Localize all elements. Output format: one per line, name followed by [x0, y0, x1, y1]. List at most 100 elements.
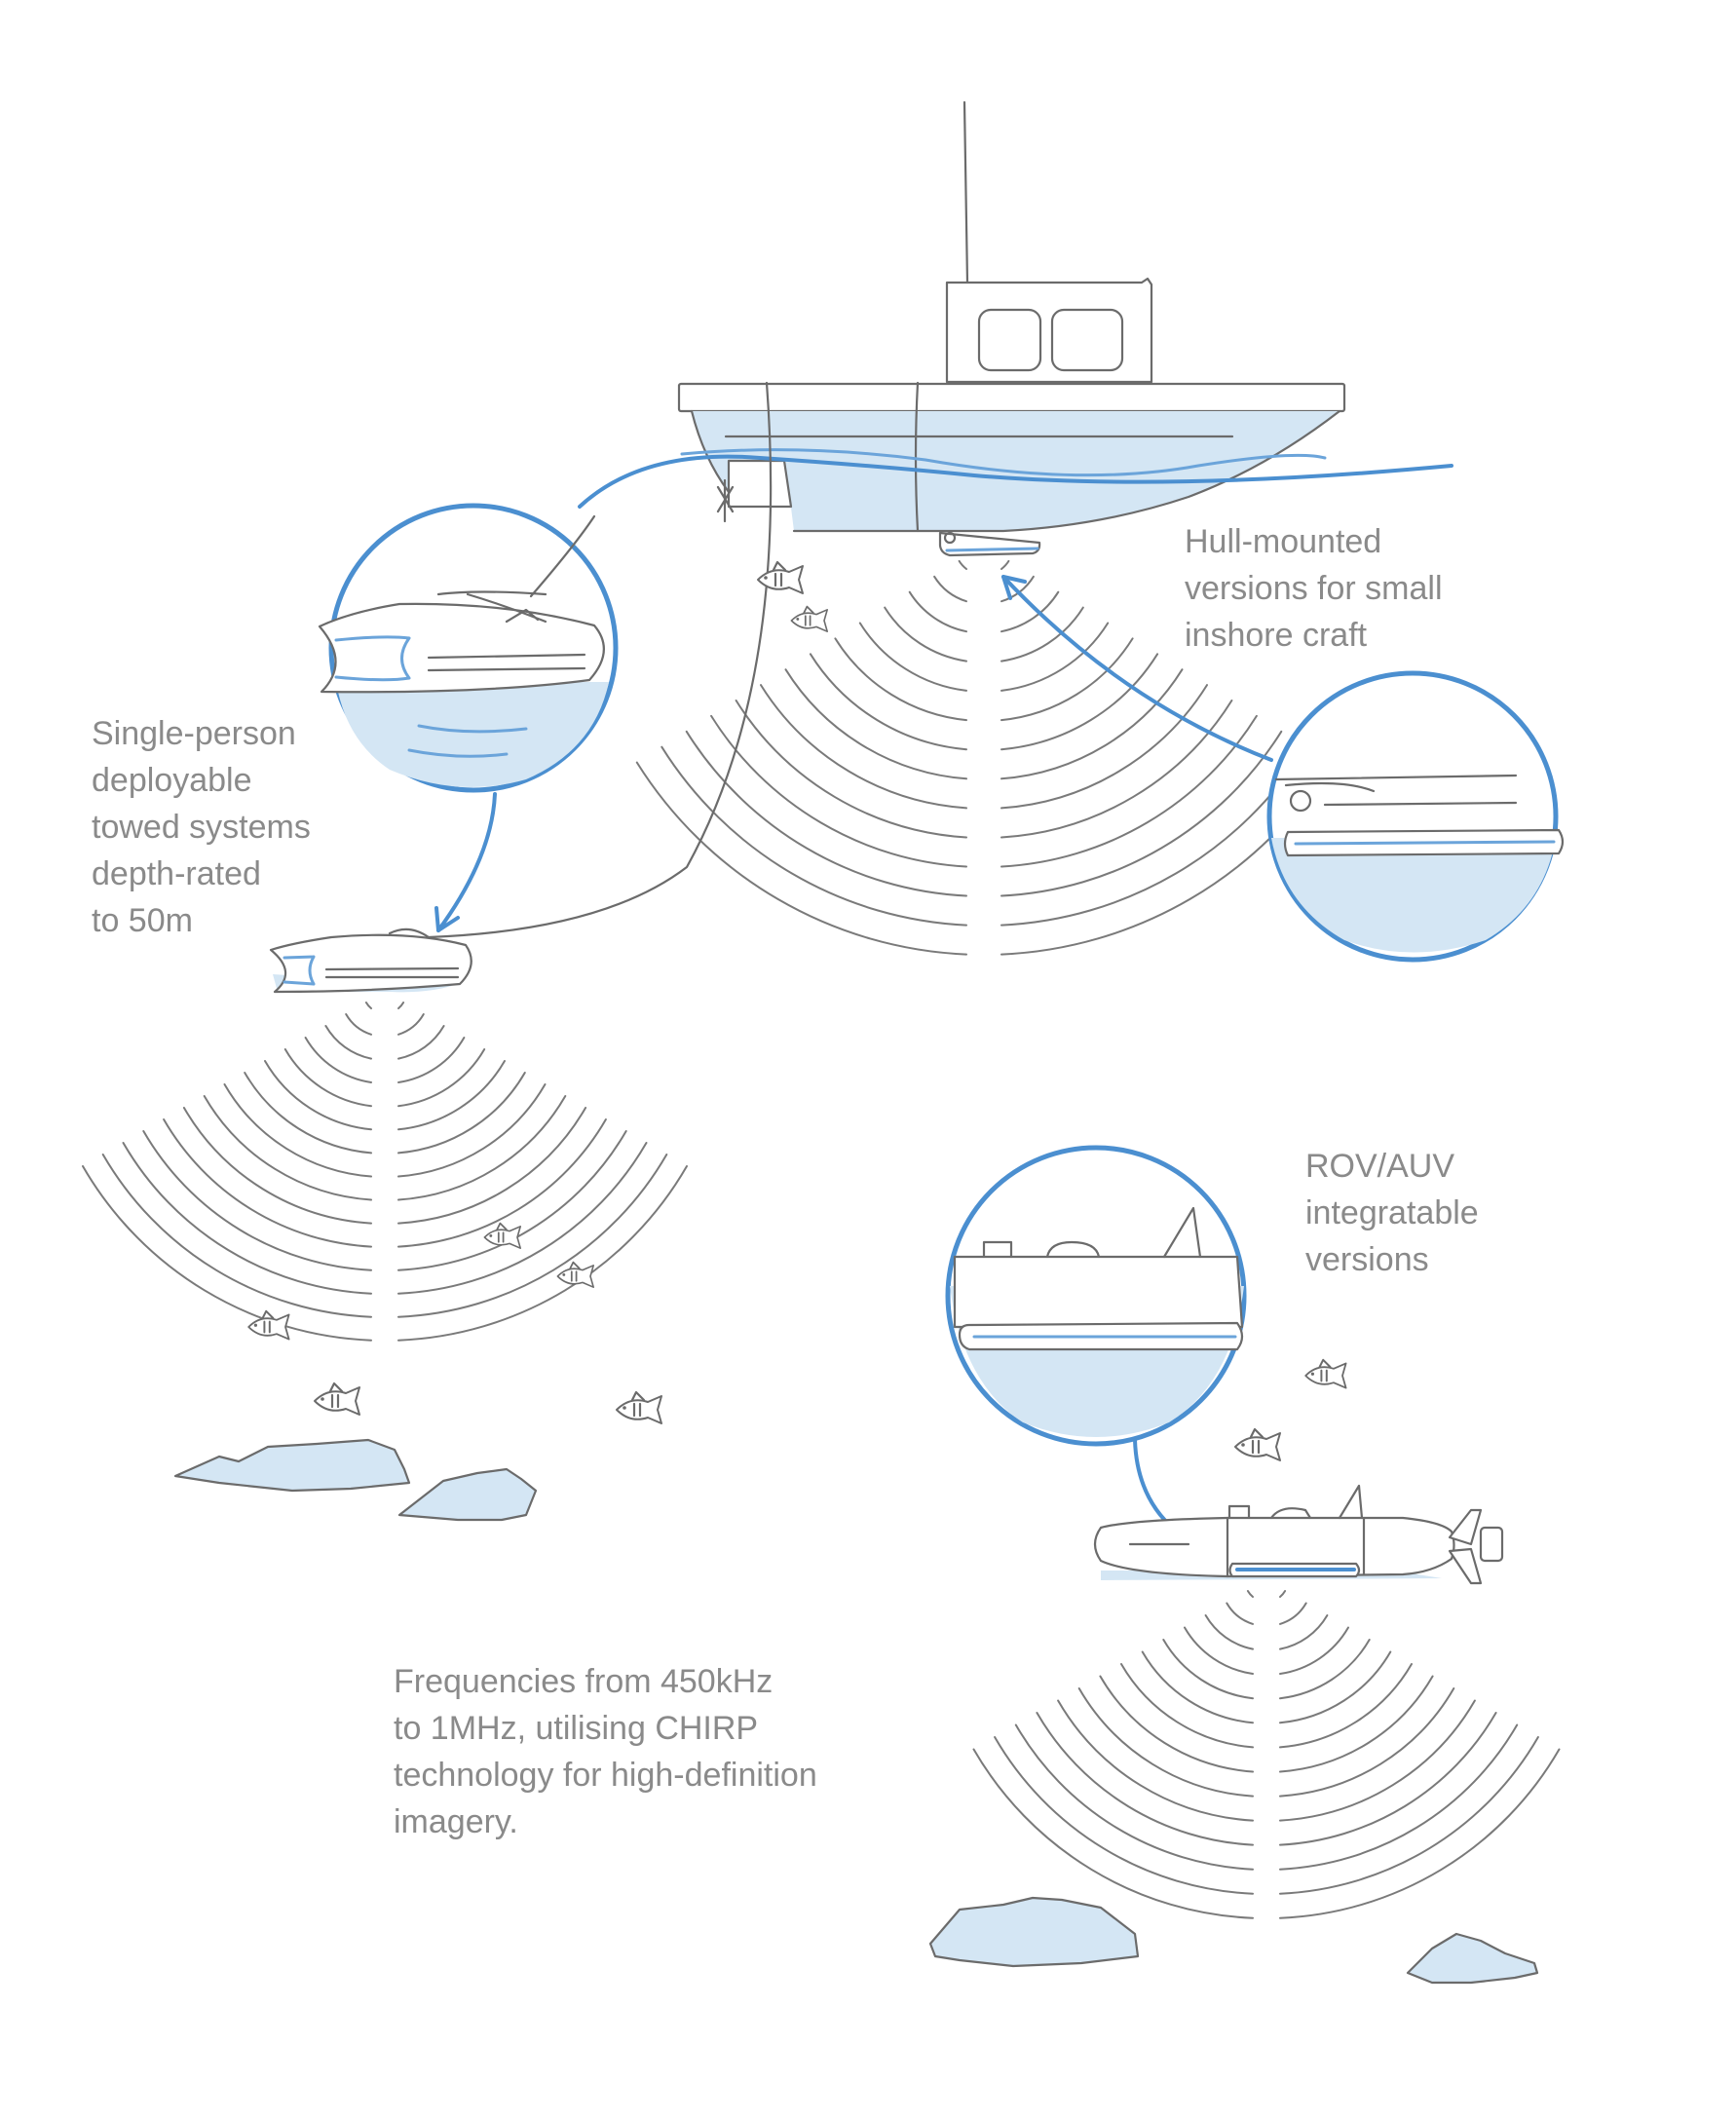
rov-zoom-callout-icon	[945, 1145, 1247, 1447]
towed-pointer-arrow	[436, 792, 497, 932]
sonar-arc	[1000, 668, 1184, 780]
sonar-arc	[397, 1165, 688, 1342]
hull-sonar-beam-icon	[635, 559, 1333, 956]
sonar-arc	[1279, 1650, 1392, 1724]
sonar-arc	[1014, 1723, 1254, 1871]
sonar-arc	[660, 745, 967, 927]
sonar-arc	[1000, 684, 1208, 810]
caption-line: Single-person	[92, 715, 296, 752]
seabed-rocks	[173, 1438, 1539, 1985]
sonar-arc	[1279, 1723, 1519, 1871]
sonar-arc	[397, 1037, 466, 1083]
water-wave-1	[578, 454, 1453, 509]
boat-window-left	[977, 308, 1042, 372]
sonar-arc	[1279, 1687, 1455, 1798]
fish-icon	[556, 1261, 595, 1289]
fish-icon	[1304, 1358, 1347, 1389]
sonar-arc	[1000, 637, 1134, 722]
sonar-arc	[1120, 1663, 1254, 1749]
sonar-arc	[1226, 1602, 1254, 1625]
sonar-arc	[1279, 1614, 1329, 1650]
sonar-arc	[163, 1118, 372, 1248]
fish-icon	[483, 1222, 522, 1250]
sonar-arc	[1000, 622, 1110, 692]
sonar-arc	[364, 1002, 372, 1009]
sonar-arc	[1279, 1626, 1349, 1675]
tow-cable	[427, 381, 773, 939]
caption-line: inshore craft	[1185, 617, 1368, 654]
sonar-arc	[1000, 714, 1258, 868]
sonar-arc	[1000, 653, 1159, 751]
sonar-arc	[994, 1736, 1254, 1895]
sonar-arc	[1000, 700, 1233, 839]
caption-line: depth-rated	[92, 855, 261, 892]
sonar-arc	[958, 559, 967, 570]
fish-icon	[1234, 1427, 1281, 1461]
sonar-arc	[1279, 1712, 1497, 1846]
sonar-arc	[1279, 1699, 1476, 1822]
sonar-arc	[101, 1154, 372, 1318]
caption-line: versions	[1305, 1241, 1429, 1278]
rock-icon	[397, 1467, 538, 1522]
boat-deck	[677, 382, 1346, 413]
sonar-arc	[1184, 1626, 1254, 1675]
sonar-arc	[1246, 1590, 1254, 1598]
caption-line: deployable	[92, 762, 252, 799]
sonar-arc	[1000, 730, 1283, 897]
sonar-arc	[1000, 590, 1060, 633]
caption-line: ROV/AUV	[1305, 1148, 1455, 1185]
sonar-arc	[1099, 1675, 1254, 1773]
sonar-arc	[283, 1048, 372, 1108]
sonar-arc	[1279, 1590, 1287, 1598]
sonar-arc	[908, 590, 967, 633]
sonar-arc	[397, 1072, 526, 1155]
towfish-icon	[269, 928, 472, 994]
hull-mounted-caption: Hull-mounted versions for small inshore …	[1185, 518, 1443, 659]
fish-icon	[314, 1382, 360, 1416]
sonar-arc	[397, 1118, 607, 1248]
sonar-arc	[397, 1060, 506, 1131]
fish-icon	[616, 1390, 662, 1424]
boat-icon	[677, 100, 1346, 557]
propeller-icon	[716, 478, 735, 523]
boat-window-right	[1050, 308, 1124, 372]
sonar-arc	[809, 653, 967, 751]
sonar-arc	[1057, 1699, 1254, 1822]
sonar-arc	[264, 1060, 372, 1131]
rock-icon	[1406, 1932, 1539, 1985]
sonar-arc	[1279, 1675, 1434, 1773]
towed-pointer-arrowhead	[434, 906, 460, 932]
towed-sonar-beam-icon	[82, 1002, 688, 1342]
caption-line: Frequencies from 450kHz	[394, 1663, 774, 1700]
sonar-arc	[1279, 1663, 1413, 1749]
towfish-zoom-callout-icon	[318, 503, 619, 793]
caption-line: versions for small	[1185, 570, 1443, 607]
sonar-arc	[735, 700, 967, 839]
sonar-arc	[397, 1083, 547, 1178]
sonar-arc	[397, 1142, 648, 1295]
sonar-arc	[324, 1025, 372, 1060]
sonar-arc	[1279, 1748, 1561, 1919]
sonar-arc	[397, 1025, 445, 1060]
hull-transducer-zoom-callout-icon	[1266, 670, 1565, 963]
fish-icon	[247, 1309, 290, 1341]
sonar-arc	[397, 1107, 587, 1225]
sonar-arc	[397, 1154, 668, 1318]
sonar-arc	[397, 1002, 405, 1009]
caption-line: to 50m	[92, 902, 193, 939]
sonar-arc	[397, 1130, 627, 1271]
sonar-arc	[635, 761, 967, 956]
fish-group	[247, 560, 1347, 1461]
sonar-arc	[784, 668, 967, 780]
sonar-arc	[858, 622, 967, 692]
rov-auv-caption: ROV/AUV integratable versions	[1305, 1143, 1479, 1283]
rock-icon	[173, 1438, 411, 1493]
boat-outboard	[727, 459, 793, 509]
sonar-arc	[1077, 1687, 1254, 1798]
sonar-arc	[397, 1095, 567, 1201]
rov-icon	[1093, 1484, 1504, 1585]
sonar-arc	[884, 606, 967, 662]
sonar-arc	[1000, 559, 1010, 570]
sonar-arc	[1204, 1614, 1254, 1650]
